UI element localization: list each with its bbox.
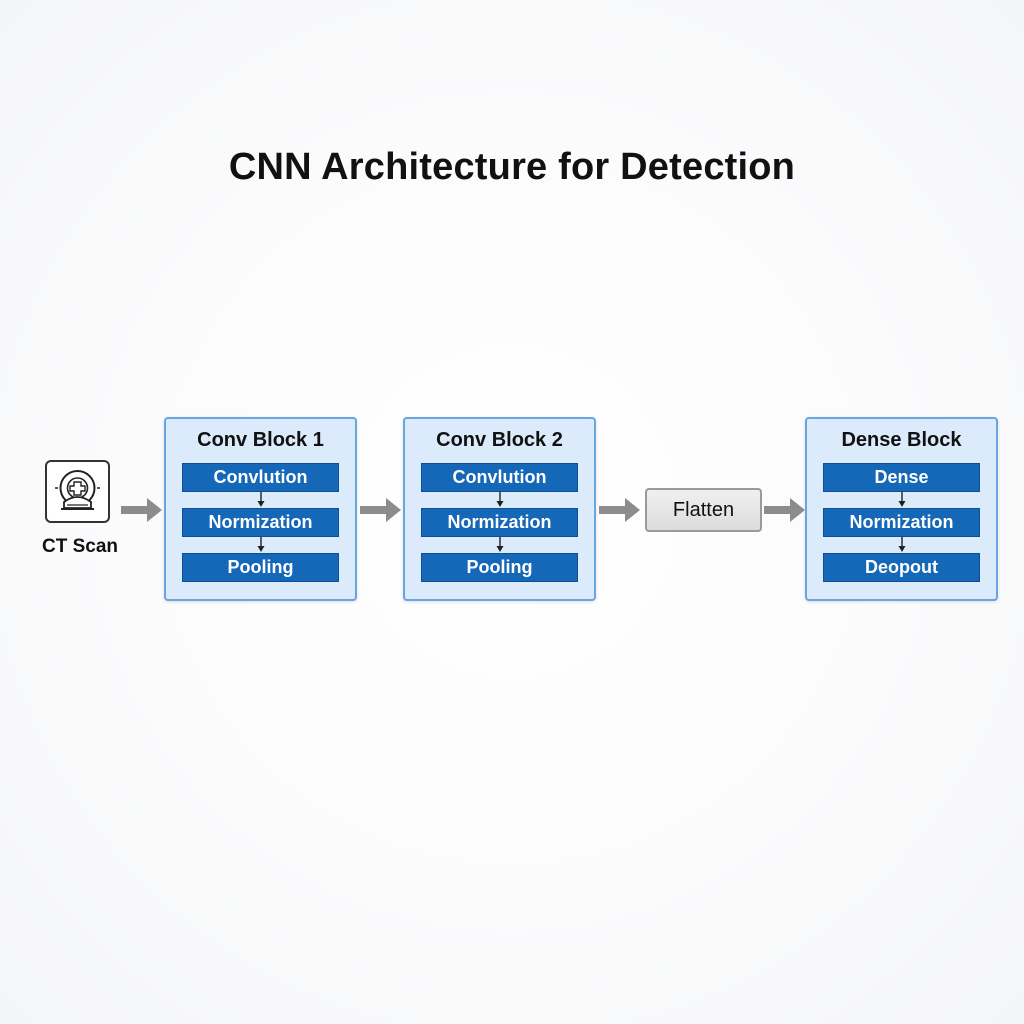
block-title: Conv Block 1 xyxy=(197,429,324,451)
layer-normalization: Normization xyxy=(421,508,578,537)
block-title: Conv Block 2 xyxy=(436,429,563,451)
down-arrow-icon xyxy=(897,492,907,508)
layer-normalization: Normization xyxy=(823,508,980,537)
diagram-title: CNN Architecture for Detection xyxy=(228,146,796,188)
layer-pooling: Pooling xyxy=(421,553,578,582)
down-arrow-icon xyxy=(256,537,266,553)
ct-scan-label: CT Scan xyxy=(41,536,119,557)
layer-normalization: Normization xyxy=(182,508,339,537)
flatten-node: Flatten xyxy=(645,488,762,532)
layer-convolution: Convlution xyxy=(421,463,578,492)
down-arrow-icon xyxy=(495,537,505,553)
down-arrow-icon xyxy=(897,537,907,553)
conv-block-2: Conv Block 2 Convlution Normization Pool… xyxy=(403,417,596,601)
ct-scanner-icon xyxy=(45,460,110,523)
layer-pooling: Pooling xyxy=(182,553,339,582)
block-title: Dense Block xyxy=(841,429,962,451)
arrow-flatten-to-dense xyxy=(764,497,806,523)
down-arrow-icon xyxy=(256,492,266,508)
layer-dense: Dense xyxy=(823,463,980,492)
dense-block: Dense Block Dense Normization Deopout xyxy=(805,417,998,601)
arrow-input-to-conv1 xyxy=(121,497,163,523)
down-arrow-icon xyxy=(495,492,505,508)
arrow-conv2-to-flatten xyxy=(599,497,641,523)
layer-convolution: Convlution xyxy=(182,463,339,492)
conv-block-1: Conv Block 1 Convlution Normization Pool… xyxy=(164,417,357,601)
layer-dropout: Deopout xyxy=(823,553,980,582)
arrow-conv1-to-conv2 xyxy=(360,497,402,523)
